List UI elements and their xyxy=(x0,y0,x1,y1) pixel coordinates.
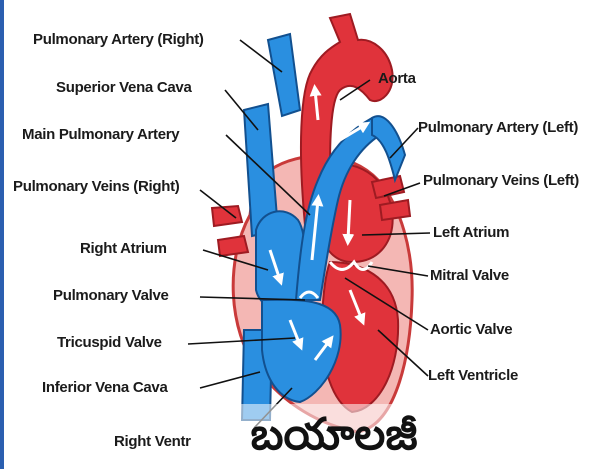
label-superior-vena-cava: Superior Vena Cava xyxy=(56,79,192,96)
label-right-atrium: Right Atrium xyxy=(80,240,167,257)
label-left-atrium: Left Atrium xyxy=(433,224,509,241)
label-tricuspid-valve: Tricuspid Valve xyxy=(57,334,162,351)
label-left-ventricle: Left Ventricle xyxy=(428,367,518,384)
label-main-pulmonary-artery: Main Pulmonary Artery xyxy=(22,126,179,143)
label-pulmonary-valve: Pulmonary Valve xyxy=(53,287,169,304)
label-pulmonary-veins-left: Pulmonary Veins (Left) xyxy=(423,172,579,189)
label-right-ventricle: Right Ventr xyxy=(114,433,191,450)
label-pulmonary-veins-right: Pulmonary Veins (Right) xyxy=(13,178,179,195)
label-aortic-valve: Aortic Valve xyxy=(430,321,512,338)
label-mitral-valve: Mitral Valve xyxy=(430,267,509,284)
label-aorta: Aorta xyxy=(378,70,416,87)
caption-biology: బయాలజీ xyxy=(203,404,465,466)
pulmonary-artery-right-vessel xyxy=(268,34,300,116)
flow-arrow xyxy=(348,200,350,240)
label-inferior-vena-cava: Inferior Vena Cava xyxy=(42,379,168,396)
label-pulmonary-artery-left: Pulmonary Artery (Left) xyxy=(418,119,578,136)
label-pulmonary-artery-right: Pulmonary Artery (Right) xyxy=(33,31,204,48)
